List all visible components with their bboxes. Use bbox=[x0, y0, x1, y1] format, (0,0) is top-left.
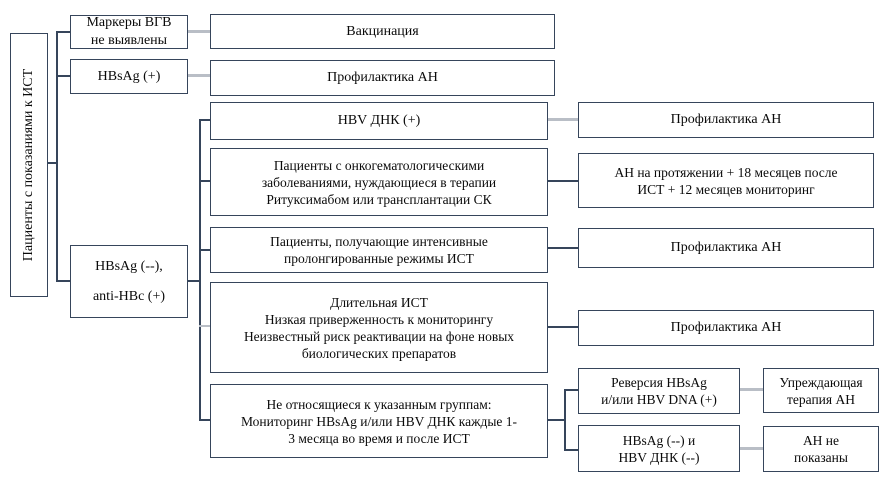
branch-to-other-groups bbox=[199, 419, 210, 421]
node-an-18-months: АН на протяжении + 18 месяцев после ИСТ … bbox=[578, 153, 874, 208]
node-vaccination: Вакцинация bbox=[210, 14, 555, 49]
node-an-prophylaxis-4: Профилактика АН bbox=[578, 310, 874, 346]
node-hbv-dna-positive: HBV ДНК (+) bbox=[210, 102, 548, 140]
bracket-to-hbsag-dna-neg bbox=[564, 449, 578, 451]
connector-reversion-to-preemptive bbox=[740, 388, 763, 391]
trunk1-vertical bbox=[56, 31, 58, 282]
node-hbsag-positive: HBsAg (+) bbox=[70, 59, 188, 94]
node-long-ist-risk: Длительная ИСТ Низкая приверженность к м… bbox=[210, 282, 548, 373]
node-preemptive-therapy: Упреждающая терапия АН bbox=[763, 368, 879, 413]
node-an-prophylaxis-3: Профилактика АН bbox=[578, 228, 874, 268]
connector-other-to-bracket bbox=[548, 419, 566, 421]
branch-to-long-ist bbox=[199, 325, 210, 327]
node-intensive-regimens: Пациенты, получающие интенсивные пролонг… bbox=[210, 227, 548, 273]
node-other-groups-monitoring: Не относящиеся к указанным группам: Мони… bbox=[210, 384, 548, 458]
branch-to-hbsag-neg bbox=[56, 280, 70, 282]
node-an-prophylaxis-1: Профилактика АН bbox=[210, 60, 555, 96]
node-an-prophylaxis-2: Профилактика АН bbox=[578, 102, 874, 138]
node-hbsag-dna-negative: HBsAg (--) и HBV ДНК (--) bbox=[578, 425, 740, 472]
node-onco-hematology: Пациенты с онкогематологическими заболев… bbox=[210, 148, 548, 216]
node-hbsag-negative-antihbc-positive: HBsAg (--), anti-HBc (+) bbox=[70, 245, 188, 318]
connector-root-to-trunk1 bbox=[48, 162, 57, 164]
trunk2-vertical bbox=[199, 119, 201, 421]
connector-markers-to-vaccination bbox=[188, 30, 210, 33]
connector-hbsag-neg-to-trunk2 bbox=[188, 280, 200, 282]
connector-hbsag-pos-to-prophylaxis bbox=[188, 74, 210, 77]
connector-onco-to-an18 bbox=[548, 180, 578, 182]
connector-hbv-dna-to-prophylaxis bbox=[548, 118, 578, 121]
bracket-vertical bbox=[564, 389, 566, 451]
node-reversion-hbsag: Реверсия HBsAg и/или HBV DNA (+) bbox=[578, 368, 740, 414]
connector-neg-to-not-indicated bbox=[740, 447, 763, 450]
branch-to-hbsag-pos bbox=[56, 75, 70, 77]
branch-to-onco bbox=[199, 180, 210, 182]
branch-to-intensive bbox=[199, 249, 210, 251]
connector-long-ist-to-prophylaxis bbox=[548, 326, 578, 328]
connector-intensive-to-prophylaxis bbox=[548, 247, 578, 249]
node-root-patients-ist: Пациенты с показаниями к ИСТ bbox=[10, 33, 48, 297]
node-root-label: Пациенты с показаниями к ИСТ bbox=[21, 68, 36, 262]
branch-to-hbv-dna bbox=[199, 119, 210, 121]
bracket-to-reversion bbox=[564, 389, 578, 391]
node-an-not-indicated: АН не показаны bbox=[763, 426, 879, 472]
branch-to-markers bbox=[56, 31, 70, 33]
node-markers-not-detected: Маркеры ВГВ не выявлены bbox=[70, 15, 188, 49]
